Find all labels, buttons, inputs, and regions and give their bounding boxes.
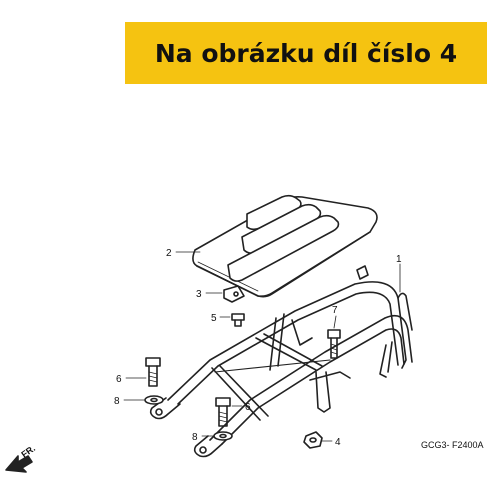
callout-5: 5 — [211, 313, 217, 324]
figure-code: GCG3- F2400A — [421, 440, 484, 450]
carrier-plate — [192, 194, 378, 298]
front-arrow-icon — [5, 455, 33, 473]
title-banner: Na obrázku díl číslo 4 — [125, 22, 487, 84]
washer-left — [144, 395, 164, 405]
long-bolt — [327, 329, 341, 359]
direction-label: FR. — [19, 443, 37, 460]
callout-3: 3 — [196, 289, 202, 300]
callout-6-left: 6 — [116, 374, 122, 385]
callout-4: 4 — [335, 437, 341, 448]
bracket — [223, 285, 245, 303]
carrier-frame — [149, 281, 413, 458]
washer-right — [213, 431, 233, 441]
banner-title: Na obrázku díl číslo 4 — [154, 38, 458, 68]
callout-7: 7 — [332, 305, 338, 316]
bolt-right — [215, 397, 231, 427]
callout-8-left: 8 — [114, 396, 120, 407]
callout-2: 2 — [166, 248, 172, 259]
small-bolt — [231, 313, 245, 327]
bolt-left — [145, 357, 161, 387]
callout-6-right: 6 — [245, 402, 251, 413]
nut — [303, 431, 323, 449]
callout-1: 1 — [396, 254, 402, 265]
callout-8-right: 8 — [192, 432, 198, 443]
